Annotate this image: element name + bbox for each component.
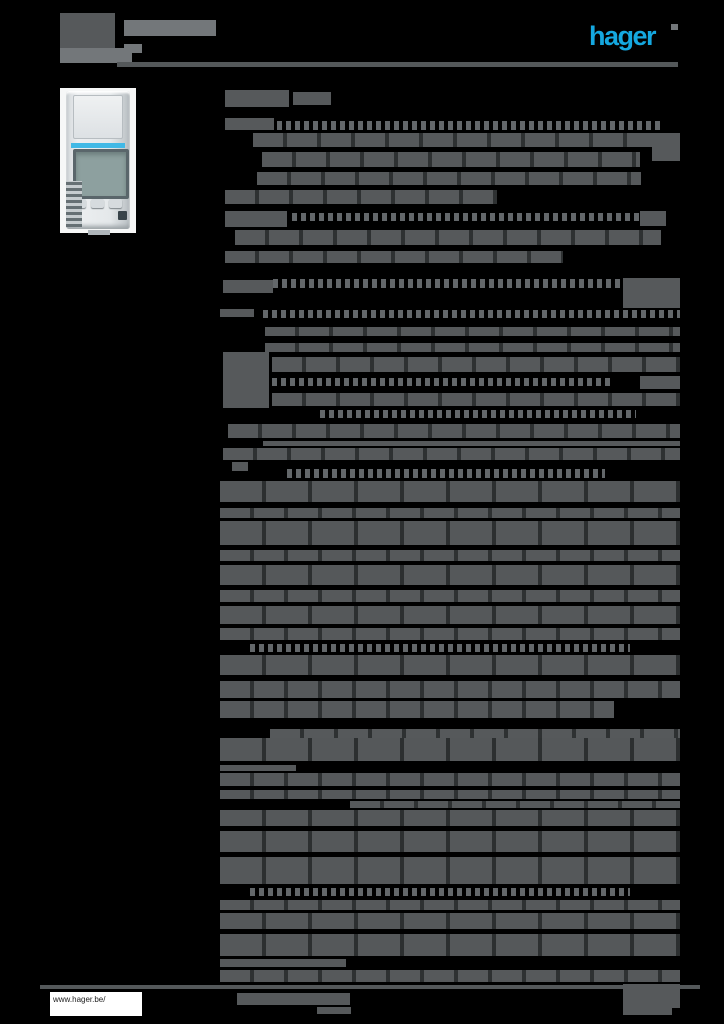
redacted-text-bar: [220, 628, 680, 640]
redacted-text-bar: [623, 278, 680, 308]
redacted-text-bar: [220, 970, 680, 982]
redacted-text-bar: [220, 521, 680, 545]
redacted-text-bar: [220, 508, 680, 518]
redacted-text-bar: [220, 550, 680, 561]
redacted-text-bar: [220, 738, 680, 761]
redacted-text-bar: [257, 172, 641, 185]
redacted-text-bar: [220, 810, 680, 826]
footer-url-box: www.hager.be/: [50, 992, 142, 1016]
redacted-text-bar: [220, 309, 254, 317]
redacted-text-bar: [263, 310, 680, 318]
redacted-text-bar: [250, 888, 630, 896]
redacted-text-bar: [223, 448, 680, 460]
redacted-text-bar: [235, 230, 661, 245]
redacted-text-bar: [623, 984, 680, 1008]
redacted-text-bar: [277, 121, 662, 130]
redacted-text-bar: [293, 92, 331, 105]
redacted-text-bar: [263, 441, 680, 446]
meter-cyan-stripe: [71, 143, 125, 148]
redacted-text-bar: [220, 565, 680, 585]
redacted-text-bar: [265, 327, 680, 336]
meter-vent-slats: [66, 181, 82, 227]
redacted-text-bar: [232, 462, 248, 471]
redacted-text-bar: [270, 729, 680, 738]
redacted-text-bar: [124, 44, 142, 53]
meter-din-clip: [88, 230, 110, 235]
redacted-text-bar: [220, 773, 680, 786]
redacted-text-bar: [273, 279, 621, 288]
redacted-text-bar: [272, 357, 680, 372]
redacted-text-bar: [640, 211, 666, 226]
redacted-text-bar: [220, 590, 680, 602]
redacted-text-bar: [220, 655, 680, 675]
redacted-text-bar: [220, 934, 680, 956]
redacted-text-bar: [237, 993, 350, 1005]
redacted-text-bar: [225, 90, 289, 107]
redacted-text-bar: [623, 1008, 672, 1015]
redacted-text-bar: [250, 644, 630, 652]
redacted-text-bar: [287, 469, 605, 478]
redacted-text-bar: [350, 801, 680, 808]
redacted-text-bar: [220, 606, 680, 624]
redacted-text-bar: [317, 1007, 351, 1014]
redacted-text-bar: [225, 190, 497, 204]
redacted-text-bar: [220, 913, 680, 929]
redacted-text-bar: [652, 133, 680, 161]
redacted-text-bar: [220, 831, 680, 852]
redacted-text-bar: [60, 48, 132, 63]
redacted-text-bar: [124, 20, 216, 36]
redacted-text-bar: [220, 790, 680, 799]
redacted-text-bar: [220, 481, 680, 502]
redacted-text-bar: [220, 681, 680, 698]
redacted-text-bar: [60, 13, 115, 48]
divider-rule: [40, 985, 700, 989]
meter-seal-screw: [118, 211, 127, 220]
redacted-text-bar: [225, 118, 274, 130]
redacted-text-bar: [265, 343, 680, 352]
meter-terminal-cover: [73, 95, 123, 139]
redacted-text-bar: [320, 410, 636, 418]
divider-rule: [117, 62, 678, 67]
redacted-text-bar: [262, 152, 640, 167]
redacted-text-bar: [223, 352, 269, 408]
product-photo: [60, 88, 136, 235]
redacted-text-bar: [220, 900, 680, 910]
redacted-text-bar: [220, 959, 346, 967]
meter-body: [66, 91, 130, 235]
redacted-text-bar: [228, 424, 680, 438]
redacted-text-bar: [640, 376, 680, 389]
redacted-text-bar: [253, 133, 653, 147]
footer-url-link[interactable]: www.hager.be/: [53, 995, 106, 1004]
redacted-text-bar: [225, 211, 287, 227]
meter-lcd-display: [73, 149, 129, 199]
redacted-text-bar: [272, 393, 680, 406]
redacted-text-bar: [272, 378, 612, 386]
redacted-text-bar: [223, 280, 273, 293]
redacted-text-bar: [671, 24, 678, 30]
redacted-text-bar: [292, 213, 640, 221]
redacted-text-bar: [220, 765, 296, 771]
hager-logo: hager: [589, 21, 657, 51]
redacted-text-bar: [220, 701, 614, 718]
redacted-text-bar: [220, 857, 680, 884]
redacted-text-bar: [225, 251, 563, 263]
